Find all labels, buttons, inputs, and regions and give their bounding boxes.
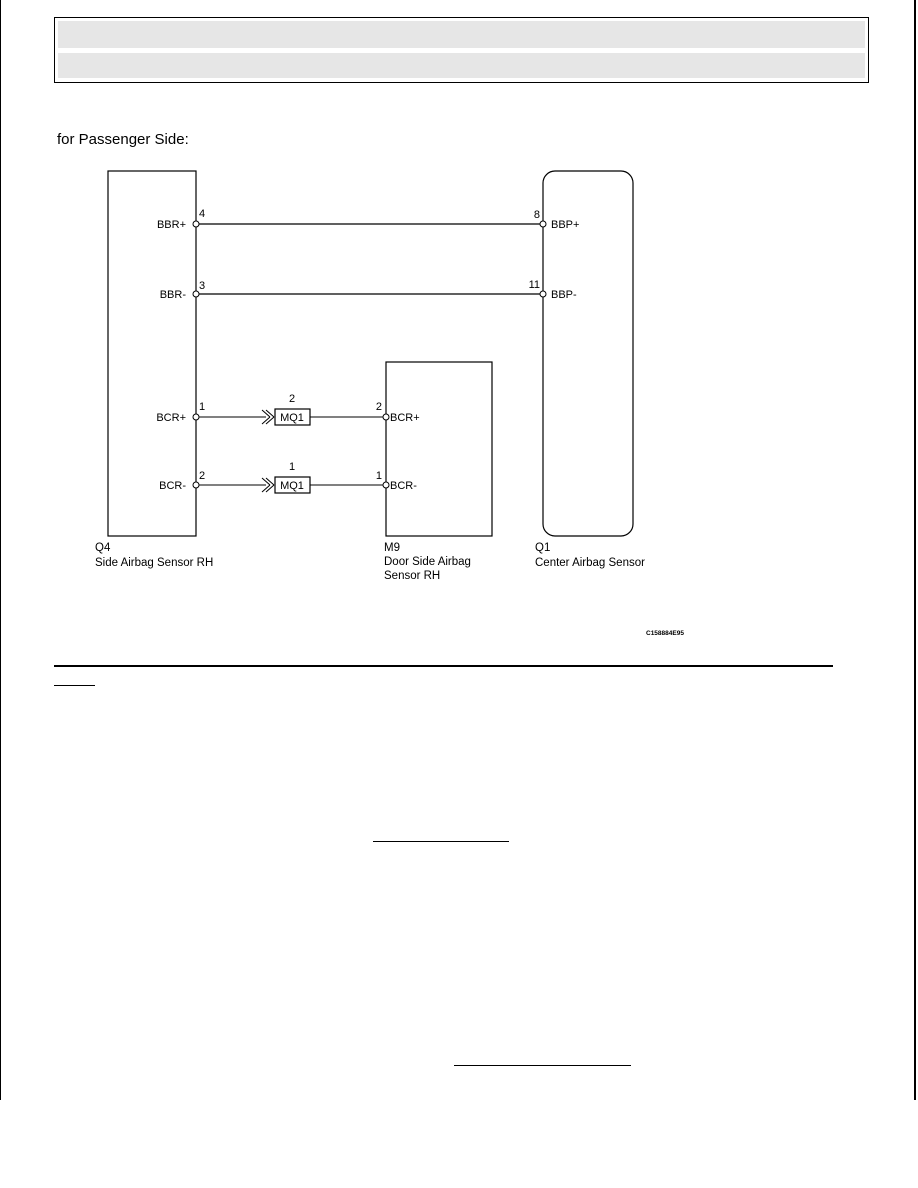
header-subtitle-bar — [58, 53, 865, 78]
connector-mq1-lower — [274, 476, 311, 494]
m9-pin-number: 2 — [376, 401, 382, 413]
underline-link-2 — [454, 1065, 631, 1066]
connector-mq1-upper — [274, 408, 311, 426]
q4-terminal-label: BCR+ — [156, 412, 186, 424]
connector-name: MQ1 — [280, 480, 304, 492]
q4-pin-number: 2 — [199, 470, 205, 482]
connector-name: MQ1 — [280, 412, 304, 424]
q1-pin-number: 8 — [534, 209, 540, 221]
q4-terminal-label: BCR- — [159, 480, 186, 492]
connector-chevron-2b — [265, 484, 275, 493]
m9-terminal-label: BCR- — [390, 480, 417, 492]
q4-component-name: Side Airbag Sensor RH — [95, 557, 213, 569]
terminal-dot — [539, 220, 547, 228]
terminal-dot — [382, 413, 390, 421]
terminal-dot — [192, 290, 200, 298]
connector-chevron-1d — [261, 416, 271, 425]
underline-stub — [54, 685, 95, 686]
header-box — [54, 17, 869, 83]
terminal-dot — [192, 220, 200, 228]
terminal-dot — [192, 413, 200, 421]
q1-center-airbag-sensor-box — [542, 170, 634, 537]
q1-terminal-label: BBP+ — [551, 219, 579, 231]
m9-terminal-label: BCR+ — [390, 412, 420, 424]
m9-pin-number: 1 — [376, 470, 382, 482]
terminal-dot — [382, 481, 390, 489]
connector-chevron-2c — [261, 477, 271, 486]
q1-terminal-label: BBP- — [551, 289, 577, 301]
page-frame — [0, 0, 916, 1100]
q1-component-id: Q1 — [535, 542, 550, 554]
q1-pin-number: 11 — [529, 279, 540, 291]
q4-side-airbag-sensor-box — [107, 170, 197, 537]
figure-code: C158884E95 — [646, 630, 684, 637]
connector-chevron-1a — [265, 409, 275, 418]
m9-door-side-airbag-sensor-box — [385, 361, 493, 537]
connector-chevron-2d — [261, 484, 271, 493]
m9-component-id: M9 — [384, 542, 400, 554]
q4-terminal-label: BBR- — [160, 289, 187, 301]
connector-pin-number: 1 — [289, 461, 295, 473]
connector-chevron-1c — [261, 409, 271, 418]
header-title-bar — [58, 21, 865, 48]
connector-chevron-2a — [265, 477, 275, 486]
q4-terminal-label: BBR+ — [157, 219, 186, 231]
m9-component-name-line-2: Sensor RH — [384, 570, 440, 582]
q4-component-id: Q4 — [95, 542, 111, 554]
q1-component-name: Center Airbag Sensor — [535, 557, 645, 569]
connector-pin-number: 2 — [289, 393, 295, 405]
terminal-dot — [539, 290, 547, 298]
diagram-caption: for Passenger Side: — [57, 131, 189, 148]
section-divider — [54, 665, 833, 667]
q4-pin-number: 4 — [199, 208, 205, 220]
underline-link-1 — [373, 841, 509, 842]
q4-pin-number: 3 — [199, 280, 205, 292]
m9-component-name-line-1: Door Side Airbag — [384, 556, 471, 568]
connector-chevron-1b — [265, 416, 275, 425]
q4-pin-number: 1 — [199, 401, 205, 413]
terminal-dot — [192, 481, 200, 489]
